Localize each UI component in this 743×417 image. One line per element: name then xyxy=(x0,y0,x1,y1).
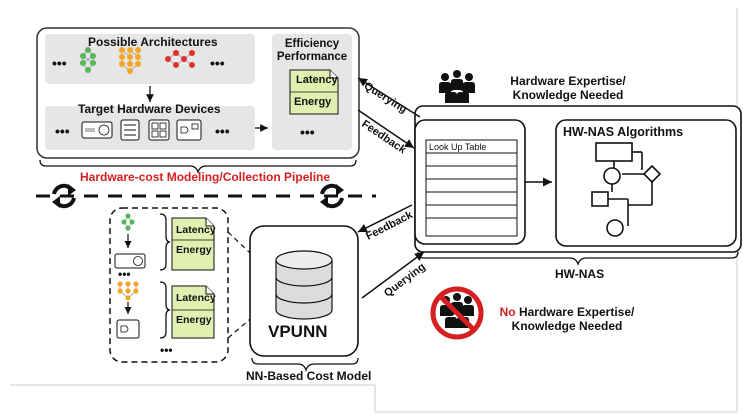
no-word: No xyxy=(499,305,516,319)
experts-group-icon xyxy=(439,70,475,103)
latency-label-top: Latency xyxy=(296,74,338,86)
energy-label-bottom-2: Energy xyxy=(176,314,212,326)
target-hardware-label: Target Hardware Devices xyxy=(78,102,221,116)
look-up-table-label: Look Up Table xyxy=(429,142,487,152)
bottom-ellipsis-bottom: ••• xyxy=(160,343,173,357)
top-ellipsis-left: ••• xyxy=(52,55,67,71)
hw-nas-caption: HW-NAS xyxy=(555,267,605,281)
brace-lower xyxy=(159,281,171,339)
hw-ellipsis-right: ••• xyxy=(215,123,230,139)
green-network-icon xyxy=(80,47,96,73)
efficiency-ellipsis: ••• xyxy=(300,124,315,140)
efficiency-label: Efficiency Performance xyxy=(272,38,352,64)
green-network-icon-bottom xyxy=(121,213,135,231)
refresh-icon-left xyxy=(52,183,76,209)
red-network-icon xyxy=(165,50,195,68)
tpu-chip-icon xyxy=(148,119,170,141)
no-experts-icon xyxy=(430,286,484,340)
expertise-needed-line2: Knowledge Needed xyxy=(512,87,624,102)
top-ellipsis-right: ••• xyxy=(210,55,225,71)
cost-model-caption: NN-Based Cost Model xyxy=(246,369,372,383)
gpu-card-icon-bottom xyxy=(114,253,146,269)
no-expertise-line2: Knowledge Needed xyxy=(511,318,623,333)
hw-ellipsis-left: ••• xyxy=(55,123,70,139)
latency-label-bottom-1: Latency xyxy=(176,224,216,236)
cost-model-bracket xyxy=(251,357,359,373)
energy-label-top: Energy xyxy=(294,96,332,108)
efficiency-line1: Efficiency xyxy=(284,38,340,50)
gpu-card-icon xyxy=(81,121,113,139)
expertise-needed-line1: Hardware Expertise/ xyxy=(510,74,626,88)
latency-energy-document-icon xyxy=(289,69,339,115)
refresh-icon-right xyxy=(320,183,344,209)
querying-arrow-top xyxy=(357,77,421,118)
fpga-chip-icon-bottom xyxy=(116,319,140,339)
expertise-needed-label: Hardware Expertise/ Knowledge Needed xyxy=(498,74,638,103)
hw-nas-algorithms-title: HW-NAS Algorithms xyxy=(563,125,684,139)
no-expertise-label: No Hardware Expertise/ Knowledge Needed xyxy=(492,305,642,334)
orange-network-icon-bottom xyxy=(117,281,139,301)
flowchart-icon xyxy=(591,142,662,237)
latency-label-bottom-2: Latency xyxy=(176,292,216,304)
vpunn-label: VPUNN xyxy=(268,322,328,341)
look-up-table-grid xyxy=(425,139,518,237)
bottom-ellipsis-top: ••• xyxy=(118,267,131,281)
orange-network-icon xyxy=(119,47,141,74)
latency-energy-document-icon-bottom-1 xyxy=(171,217,215,271)
hw-nas-bracket xyxy=(417,251,739,267)
architectures-box xyxy=(45,34,255,84)
brace-upper xyxy=(159,213,171,271)
no-expertise-line1-rest: Hardware Expertise/ xyxy=(515,305,635,319)
possible-architectures-label: Possible Architectures xyxy=(88,35,218,49)
feedback-arrow-bottom xyxy=(357,204,413,233)
querying-arrow-bottom xyxy=(361,251,425,299)
fpga-chip-icon xyxy=(176,119,202,141)
latency-energy-document-icon-bottom-2 xyxy=(171,285,215,339)
pipeline-bracket xyxy=(39,159,357,175)
efficiency-line2: Performance xyxy=(276,51,348,64)
feedback-arrow-top xyxy=(357,109,415,149)
pipeline-caption: Hardware-cost Modeling/Collection Pipeli… xyxy=(80,170,331,184)
energy-label-bottom-1: Energy xyxy=(176,244,212,256)
database-icon xyxy=(275,250,333,320)
cpu-chip-icon xyxy=(120,119,140,141)
